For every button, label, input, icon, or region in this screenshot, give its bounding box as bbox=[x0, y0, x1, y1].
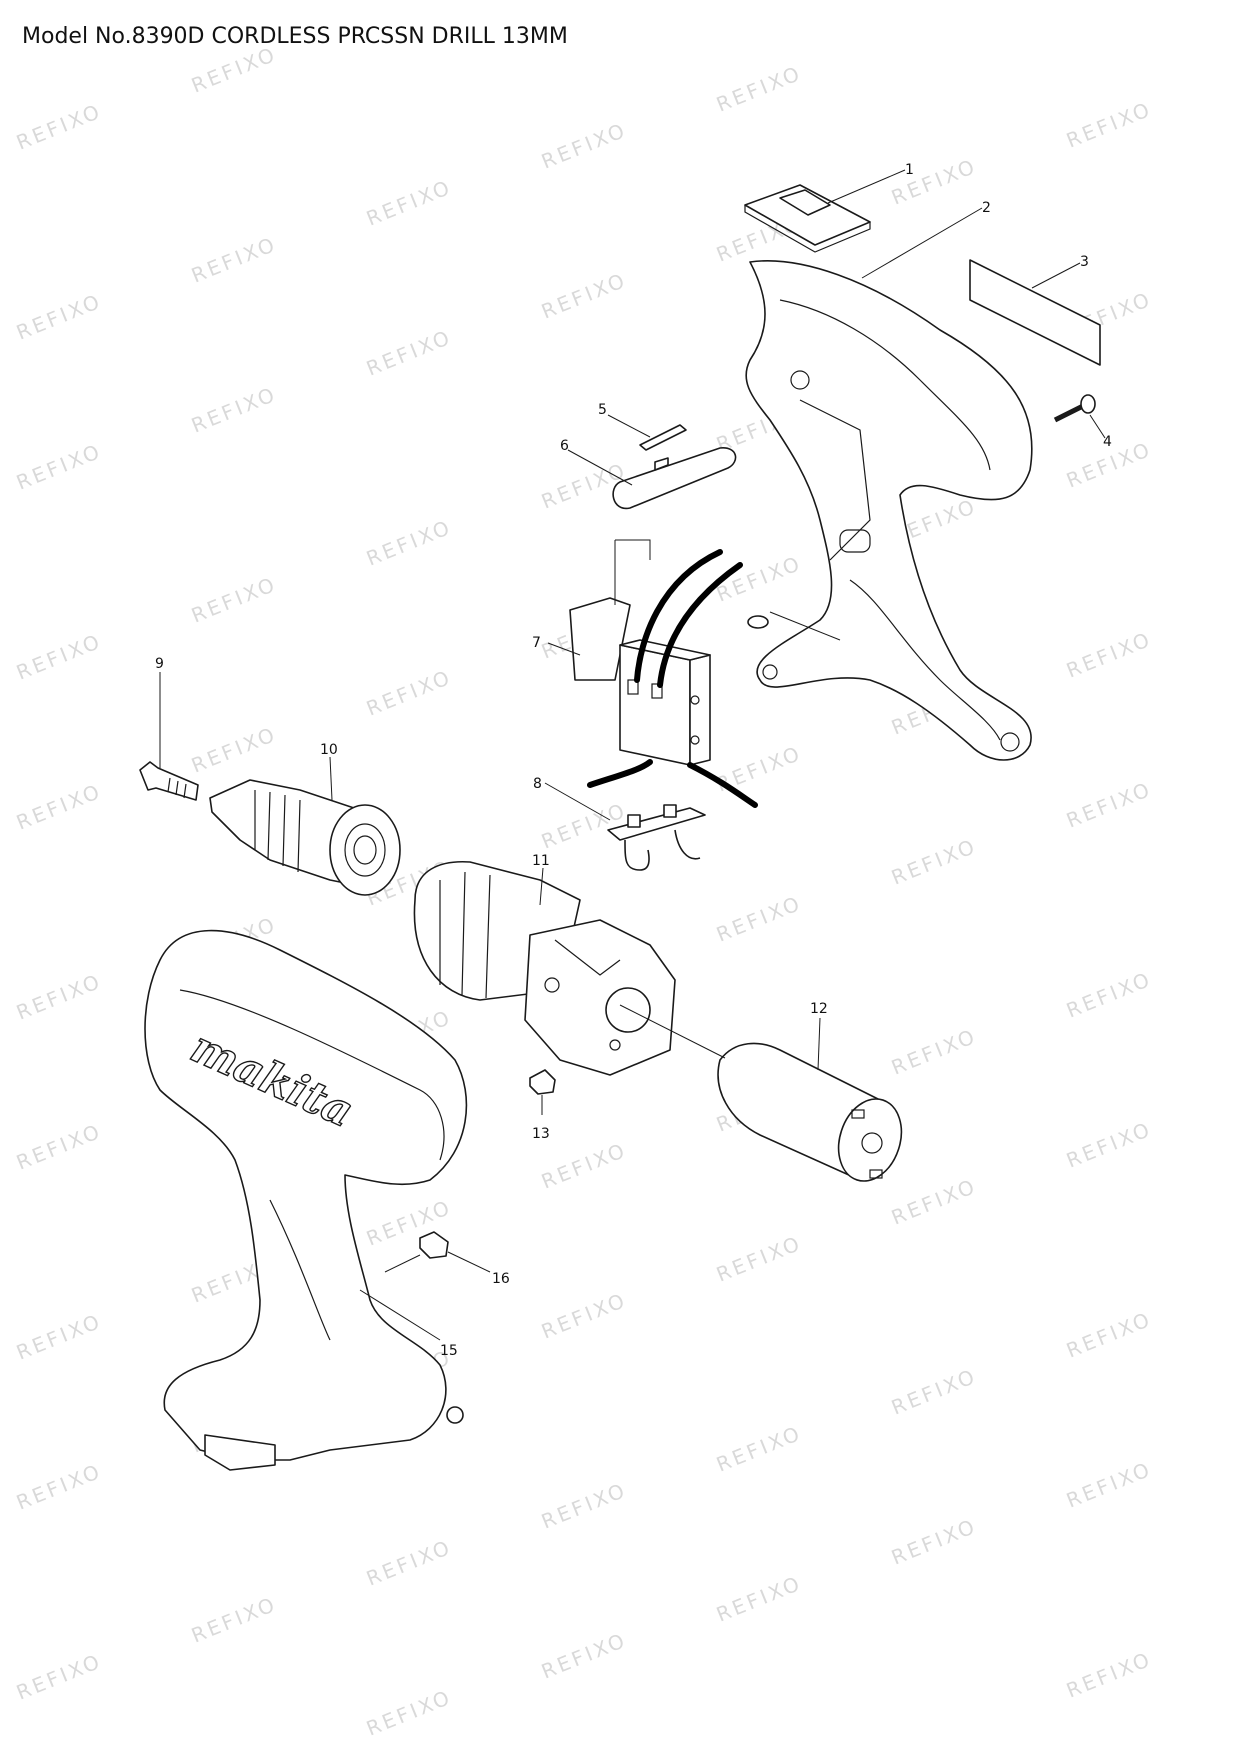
part-9-screw bbox=[139, 761, 199, 801]
part-15-housing: makita bbox=[144, 929, 468, 1471]
watermark-text: REFIXO bbox=[363, 325, 456, 381]
watermark-text: REFIXO bbox=[13, 629, 106, 685]
part-4-screw bbox=[1053, 394, 1096, 423]
watermark-text: REFIXO bbox=[888, 834, 981, 890]
watermark-text: REFIXO bbox=[888, 1174, 981, 1230]
part-1-switch-plate bbox=[744, 184, 871, 253]
watermark-text: REFIXO bbox=[188, 382, 281, 438]
watermark-text: REFIXO bbox=[713, 1571, 806, 1627]
watermark-text: REFIXO bbox=[888, 1364, 981, 1420]
callout-16: 16 bbox=[492, 1271, 510, 1287]
watermark-text: REFIXO bbox=[888, 1514, 981, 1570]
part-5-clip bbox=[639, 424, 687, 451]
watermark-text: REFIXO bbox=[13, 99, 106, 155]
watermark-text: REFIXO bbox=[13, 1309, 106, 1365]
watermark-text: REFIXO bbox=[188, 1592, 281, 1648]
watermark-text: REFIXO bbox=[363, 1685, 456, 1741]
watermark-text: REFIXO bbox=[363, 175, 456, 231]
watermark-text: REFIXO bbox=[188, 42, 281, 98]
callout-1: 1 bbox=[905, 162, 914, 178]
watermark-text: REFIXO bbox=[888, 154, 981, 210]
watermark-text: REFIXO bbox=[188, 722, 281, 778]
part-3-label bbox=[969, 259, 1101, 366]
watermark-text: REFIXO bbox=[13, 1649, 106, 1705]
callout-8: 8 bbox=[533, 776, 542, 792]
watermark-text: REFIXO bbox=[538, 268, 631, 324]
part-16-pin bbox=[384, 1231, 491, 1273]
watermark-text: REFIXO bbox=[538, 1478, 631, 1534]
watermark-text: REFIXO bbox=[538, 1288, 631, 1344]
watermark-text: REFIXO bbox=[363, 665, 456, 721]
watermark-text: REFIXO bbox=[888, 1024, 981, 1080]
part-11-gear-assembly bbox=[413, 860, 676, 1076]
callout-6: 6 bbox=[560, 438, 569, 454]
watermark-text: REFIXO bbox=[13, 1119, 106, 1175]
watermark-text: REFIXO bbox=[713, 1231, 806, 1287]
part-6-lever bbox=[612, 447, 737, 510]
watermark-text: REFIXO bbox=[1063, 97, 1156, 153]
watermark-text: REFIXO bbox=[538, 798, 631, 854]
watermark-text: REFIXO bbox=[188, 572, 281, 628]
watermark-text: REFIXO bbox=[1063, 1647, 1156, 1703]
part-7-switch bbox=[569, 539, 758, 808]
watermark-text: REFIXO bbox=[363, 515, 456, 571]
callout-5: 5 bbox=[598, 402, 607, 418]
part-8-brush-holder bbox=[607, 804, 706, 871]
watermark-text: REFIXO bbox=[363, 1535, 456, 1591]
callout-13: 13 bbox=[532, 1126, 550, 1142]
part-13-screw bbox=[529, 1069, 556, 1115]
callout-11: 11 bbox=[532, 853, 550, 869]
watermark-text: REFIXO bbox=[13, 439, 106, 495]
watermark-text: REFIXO bbox=[1063, 1117, 1156, 1173]
watermark-text: REFIXO bbox=[713, 61, 806, 117]
callout-7: 7 bbox=[532, 635, 541, 651]
watermark-text: REFIXO bbox=[1063, 967, 1156, 1023]
watermark-text: REFIXO bbox=[13, 969, 106, 1025]
watermark-text: REFIXO bbox=[1063, 777, 1156, 833]
callout-15: 15 bbox=[440, 1343, 458, 1359]
watermark-text: REFIXO bbox=[713, 891, 806, 947]
callout-2: 2 bbox=[982, 200, 991, 216]
watermark-text: REFIXO bbox=[1063, 1457, 1156, 1513]
watermark-text: REFIXO bbox=[538, 1628, 631, 1684]
callout-9: 9 bbox=[155, 656, 164, 672]
part-2-housing bbox=[745, 260, 1033, 761]
callout-10: 10 bbox=[320, 742, 338, 758]
leader-lines bbox=[159, 169, 1106, 1071]
watermark-text: REFIXO bbox=[13, 1459, 106, 1515]
part-12-motor bbox=[619, 1004, 903, 1182]
watermark-text: REFIXO bbox=[1063, 627, 1156, 683]
watermark-text: REFIXO bbox=[713, 1421, 806, 1477]
watermark-text: REFIXO bbox=[188, 232, 281, 288]
page-title: Model No.8390D CORDLESS PRCSSN DRILL 13M… bbox=[22, 24, 568, 49]
part-10-chuck bbox=[209, 779, 401, 896]
callout-4: 4 bbox=[1103, 434, 1112, 450]
callout-labels: 1 2 3 4 5 6 7 8 9 10 11 12 13 15 16 bbox=[155, 162, 1112, 1359]
watermark-text: REFIXO bbox=[1063, 1307, 1156, 1363]
watermark-text: REFIXO bbox=[13, 289, 106, 345]
watermark-text: REFIXO bbox=[13, 779, 106, 835]
watermark-text: REFIXO bbox=[538, 1138, 631, 1194]
callout-3: 3 bbox=[1080, 254, 1089, 270]
callout-12: 12 bbox=[810, 1001, 828, 1017]
watermark-text: REFIXO bbox=[538, 118, 631, 174]
